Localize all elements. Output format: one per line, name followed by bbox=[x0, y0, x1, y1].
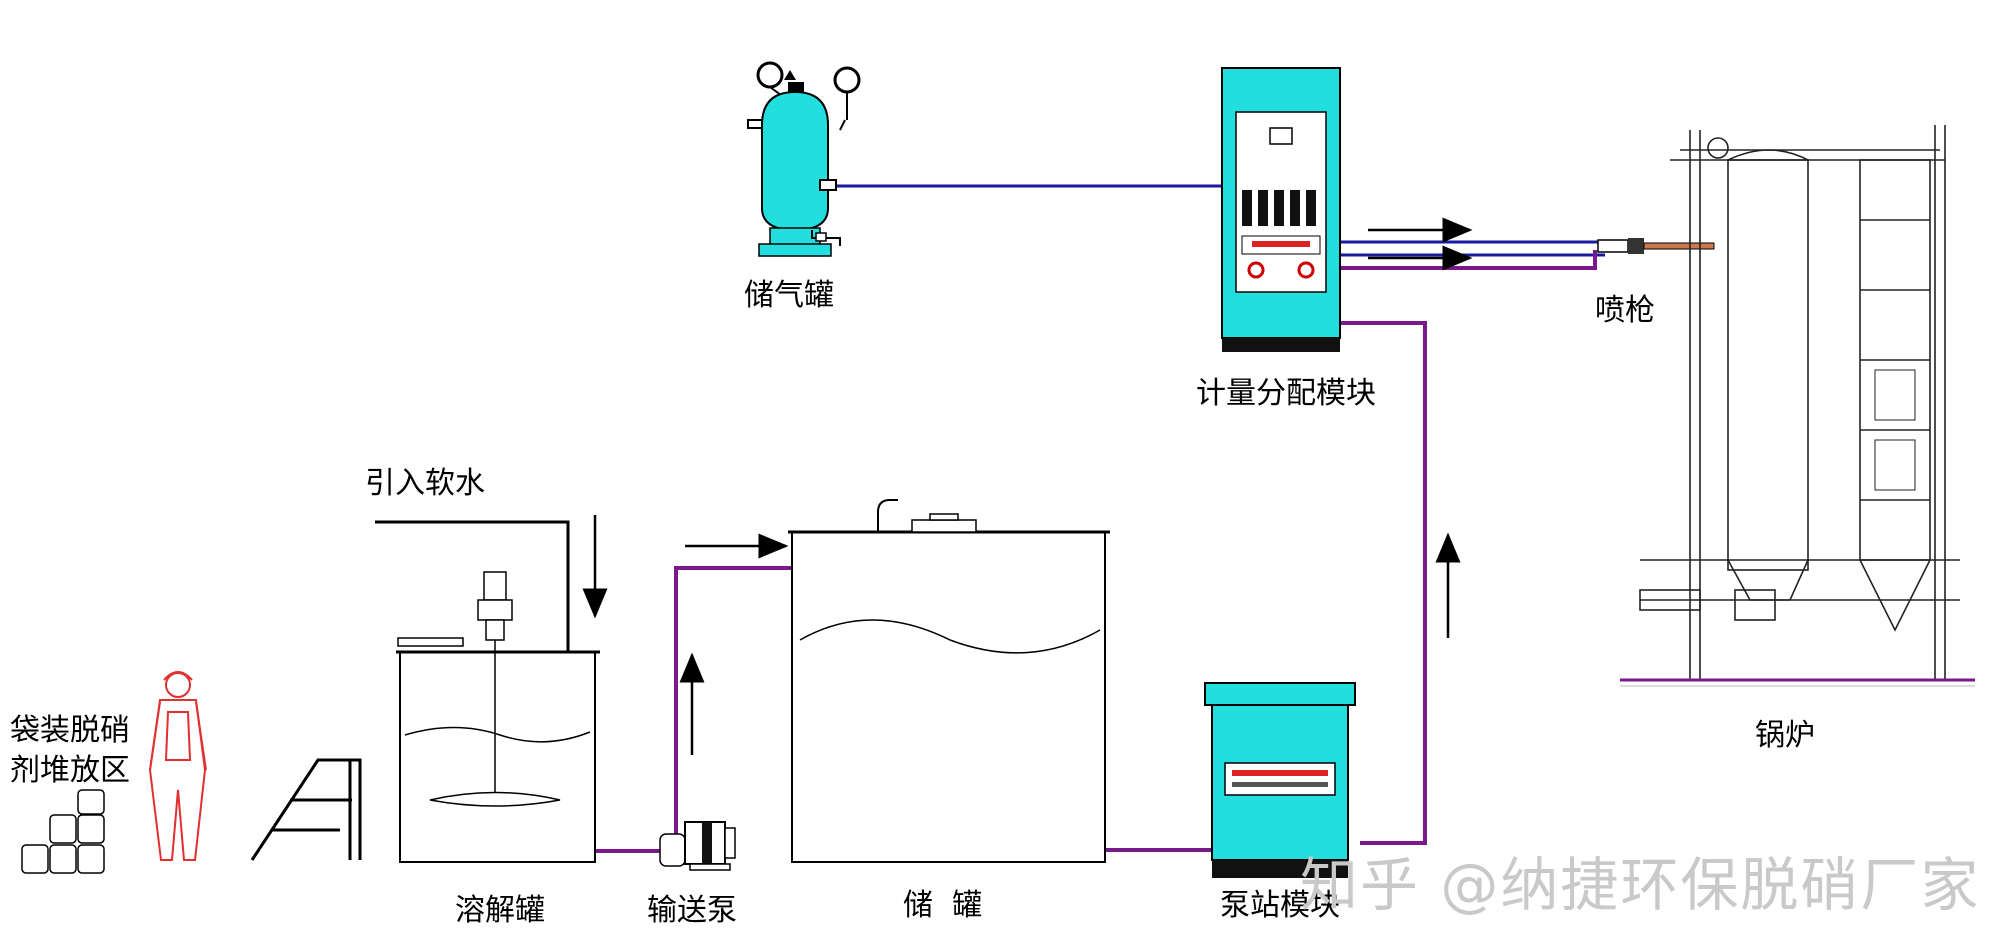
meter-module bbox=[1221, 67, 1341, 352]
boiler bbox=[1620, 125, 1975, 687]
spray-gun-label: 喷枪 bbox=[1595, 293, 1655, 328]
transfer-pump bbox=[659, 821, 736, 871]
spray-gun bbox=[1597, 238, 1715, 254]
tank-body bbox=[761, 90, 829, 232]
transfer-pump-label: 输送泵 bbox=[647, 893, 737, 928]
soft-water-label: 引入软水 bbox=[365, 466, 485, 501]
dissolve-tank-label: 溶解罐 bbox=[455, 893, 545, 928]
purple-pipe-spray bbox=[1340, 250, 1597, 270]
worker-figure bbox=[148, 671, 207, 861]
pipes bbox=[375, 184, 1610, 853]
gas-tank bbox=[747, 61, 861, 257]
pump-station-label: 泵站模块 bbox=[1220, 888, 1340, 923]
storage-area-label-1: 袋装脱硝 bbox=[10, 713, 130, 748]
storage-tank bbox=[788, 499, 1110, 863]
bag-stack bbox=[21, 789, 105, 874]
flow-arrows bbox=[582, 217, 1473, 755]
indicator-light bbox=[1247, 261, 1265, 279]
dissolve-tank bbox=[396, 571, 600, 863]
ladder bbox=[250, 758, 362, 861]
storage-area-label-2: 剂堆放区 bbox=[10, 753, 130, 788]
meter-module-label: 计量分配模块 bbox=[1196, 376, 1376, 411]
soft-water-pipe bbox=[375, 520, 570, 655]
purple-pipe-to-storage bbox=[674, 566, 792, 840]
pressure-gauge bbox=[756, 61, 784, 89]
watermark: 知乎 @纳捷环保脱硝厂家 bbox=[1300, 851, 1981, 919]
gas-tank-label: 储气罐 bbox=[744, 278, 834, 313]
boiler-label: 锅炉 bbox=[1755, 718, 1815, 753]
indicator-light bbox=[1297, 261, 1315, 279]
storage-tank-label: 储 罐 bbox=[903, 888, 983, 923]
pressure-gauge bbox=[833, 66, 861, 94]
pump-station bbox=[1204, 682, 1356, 878]
purple-pipe-up bbox=[1340, 321, 1427, 845]
